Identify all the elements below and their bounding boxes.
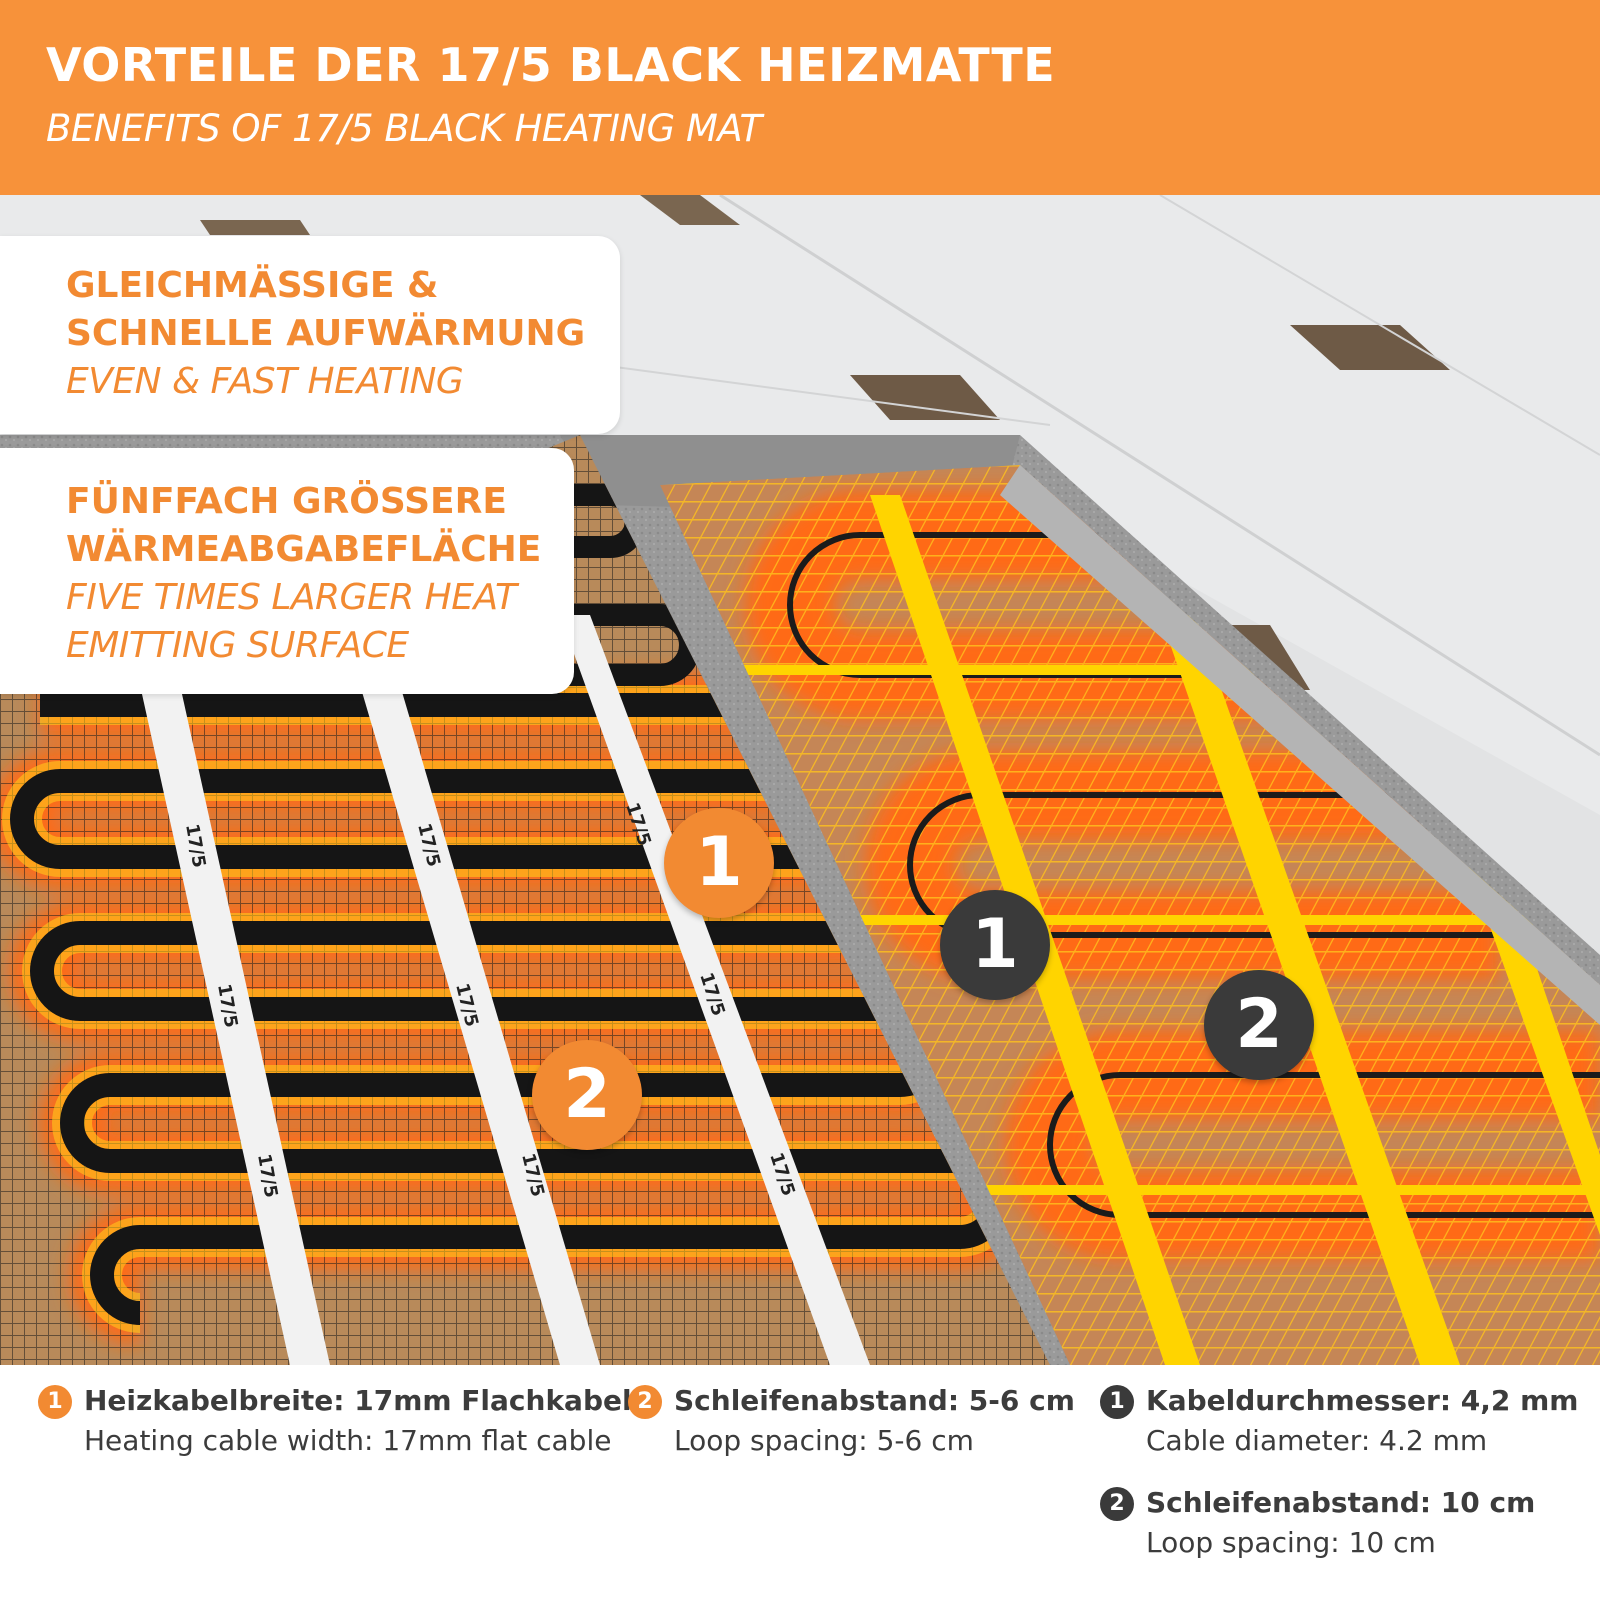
spec-label-de: Schleifenabstand: 10 cm — [1146, 1486, 1536, 1519]
spec-legend: 1 Heizkabelbreite: 17mm Flachkabel Heati… — [0, 1365, 1600, 1600]
page-subtitle: BENEFITS OF 17/5 BLACK HEATING MAT — [46, 107, 762, 150]
marker-black-mat-1: 1 — [664, 808, 774, 918]
callout-heading-en: FIVE TIMES LARGER HEAT EMITTING SURFACE — [66, 577, 517, 666]
spec-number-badge: 1 — [38, 1385, 72, 1419]
callout-even-fast-heating: GLEICHMÄSSIGE & SCHNELLE AUFWÄRMUNG EVEN… — [0, 236, 620, 434]
header-banner: VORTEILE DER 17/5 BLACK HEIZMATTE BENEFI… — [0, 0, 1600, 195]
callout-heading-de: GLEICHMÄSSIGE & SCHNELLE AUFWÄRMUNG — [66, 265, 586, 354]
spec-label-en: Loop spacing: 5-6 cm — [674, 1424, 974, 1457]
spec-label-de: Heizkabelbreite: 17mm Flachkabel — [84, 1384, 632, 1417]
spec-label-en: Loop spacing: 10 cm — [1146, 1526, 1436, 1559]
marker-standard-mat-2: 2 — [1204, 970, 1314, 1080]
spec-label-en: Heating cable width: 17mm flat cable — [84, 1424, 612, 1457]
spec-number-badge: 1 — [1100, 1385, 1134, 1419]
spec-label-de: Schleifenabstand: 5-6 cm — [674, 1384, 1075, 1417]
spec-label-en: Cable diameter: 4.2 mm — [1146, 1424, 1488, 1457]
heating-mat-illustration: 17/5 17/5 17/5 17/5 17/5 17/5 17/5 17/5 … — [0, 195, 1600, 1365]
spec-number-badge: 2 — [628, 1385, 662, 1419]
callout-heading-en: EVEN & FAST HEATING — [66, 361, 464, 402]
fixing-tapes — [140, 615, 870, 1365]
spec-label-de: Kabeldurchmesser: 4,2 mm — [1146, 1384, 1579, 1417]
marker-standard-mat-1: 1 — [940, 890, 1050, 1000]
marker-black-mat-2: 2 — [532, 1040, 642, 1150]
callout-larger-surface: FÜNFFACH GRÖSSERE WÄRMEABGABEFLÄCHE FIVE… — [0, 448, 574, 694]
spec-number-badge: 2 — [1100, 1487, 1134, 1521]
callout-heading-de: FÜNFFACH GRÖSSERE WÄRMEABGABEFLÄCHE — [66, 481, 542, 570]
page-title: VORTEILE DER 17/5 BLACK HEIZMATTE — [46, 38, 1056, 92]
